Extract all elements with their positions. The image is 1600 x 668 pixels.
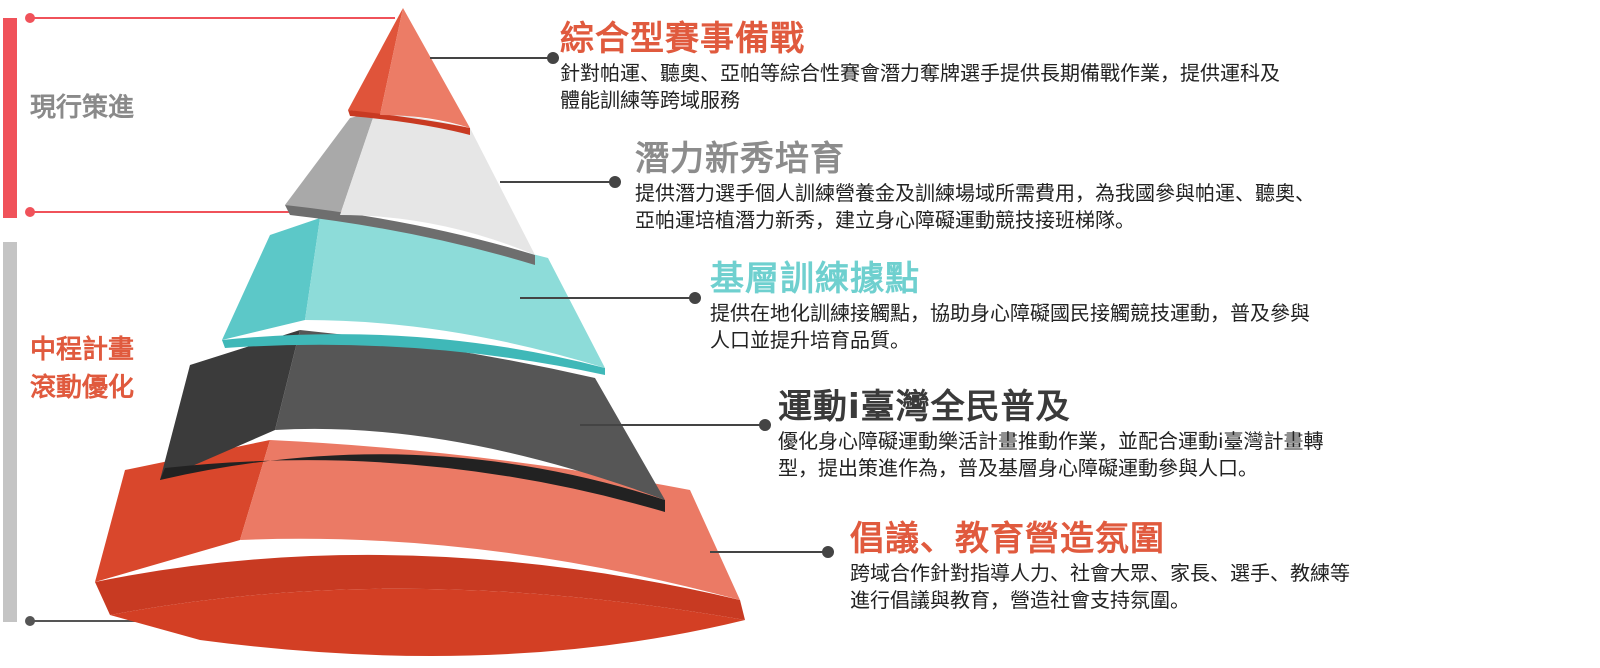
tier-title: 倡議、教育營造氛圍: [850, 519, 1165, 559]
tier-desc: 針對帕運、聽奧、亞帕等綜合性賽會潛力奪牌選手提供長期備戰作業，提供運科及: [560, 61, 1280, 85]
tier-title: 潛力新秀培育: [635, 139, 845, 179]
tier-title: 運動i臺灣全民普及: [778, 387, 1071, 427]
side-label-current: 現行策進: [30, 93, 135, 123]
midterm-bracket-bar: [3, 242, 17, 622]
tier-2-block: [285, 112, 535, 265]
tier-desc: 進行倡議與教育，營造社會支持氛圍。: [850, 588, 1190, 612]
tier-desc: 優化身心障礙運動樂活計畫推動作業，並配合運動i臺灣計畫轉: [778, 429, 1324, 453]
connector-lines: [430, 52, 834, 558]
tier-desc: 型，提出策進作為，普及基層身心障礙運動參與人口。: [778, 456, 1258, 480]
tier-desc: 提供在地化訓練接觸點，協助身心障礙國民接觸競技運動，普及參與: [710, 301, 1310, 325]
tier-2-text: 潛力新秀培育 提供潛力選手個人訓練營養金及訓練場域所需費用，為我國參與帕運、聽奧…: [635, 138, 1315, 234]
tier-desc: 體能訓練等跨域服務: [560, 88, 740, 112]
tier-4-block: [160, 330, 665, 512]
tier-desc: 提供潛力選手個人訓練營養金及訓練場域所需費用，為我國參與帕運、聽奧、: [635, 181, 1315, 205]
side-label-midterm-1: 中程計畫: [30, 335, 135, 365]
tier-desc: 亞帕運培植潛力新秀，建立身心障礙運動競技接班梯隊。: [635, 208, 1135, 232]
tier-1-block: [348, 8, 470, 135]
current-bracket-bar: [3, 18, 17, 218]
tier-title: 基層訓練據點: [710, 259, 920, 299]
tier-desc: 人口並提升培育品質。: [710, 328, 910, 352]
side-label-midterm-2: 滾動優化: [30, 373, 135, 403]
tier-4-text: 運動i臺灣全民普及 優化身心障礙運動樂活計畫推動作業，並配合運動i臺灣計畫轉 型…: [778, 386, 1324, 482]
tier-1-text: 綜合型賽事備戰 針對帕運、聽奧、亞帕等綜合性賽會潛力奪牌選手提供長期備戰作業，提…: [560, 18, 1280, 114]
tier-desc: 跨域合作針對指導人力、社會大眾、家長、選手、教練等: [850, 561, 1350, 585]
tier-3-text: 基層訓練據點 提供在地化訓練接觸點，協助身心障礙國民接觸競技運動，普及參與 人口…: [710, 258, 1310, 354]
tier-5-text: 倡議、教育營造氛圍 跨域合作針對指導人力、社會大眾、家長、選手、教練等 進行倡議…: [850, 518, 1350, 614]
tier-title: 綜合型賽事備戰: [560, 19, 805, 59]
